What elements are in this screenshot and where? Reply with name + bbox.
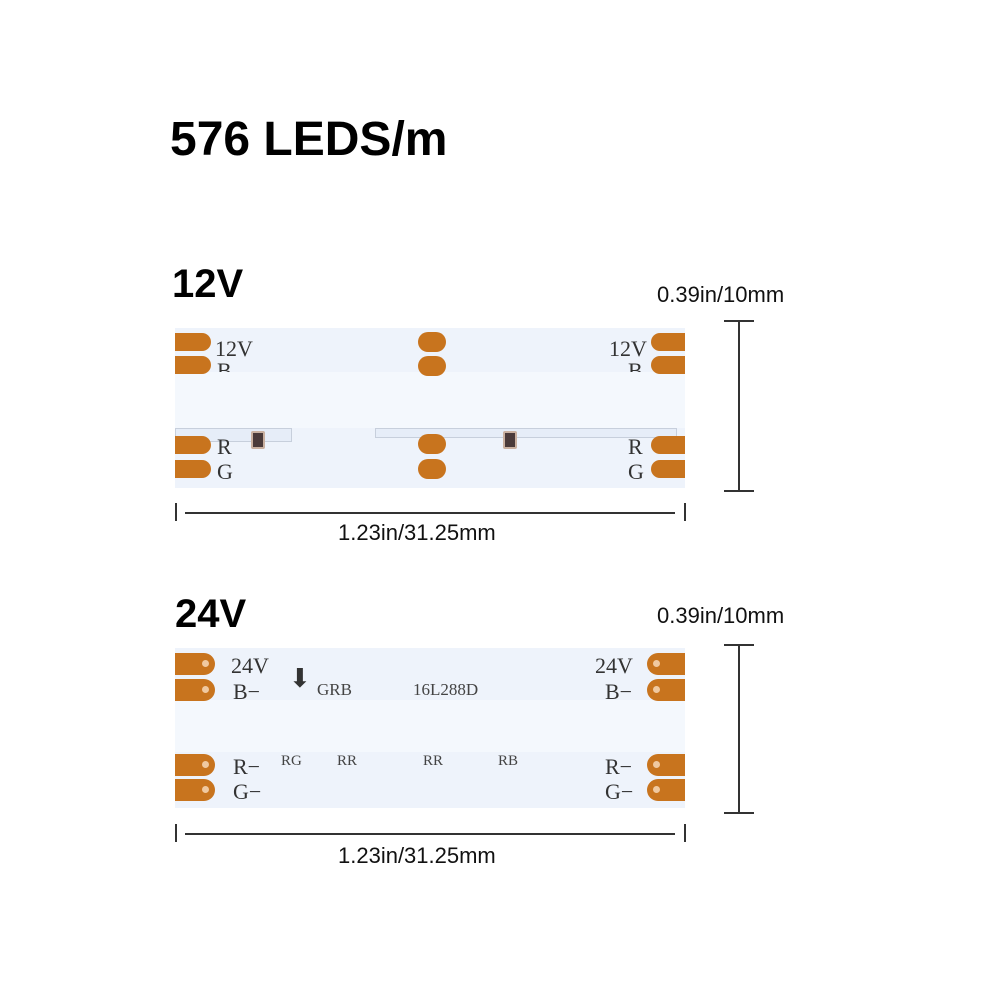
- cut-pad-center: [418, 332, 446, 352]
- diode-symbol-icon: ⬇: [289, 664, 311, 693]
- pcb-mark-bottom: RB: [498, 753, 519, 769]
- led-strip-24v: 24V B− R− G− ⬇ GRB 16L288D RG RR RR RB 2…: [175, 648, 685, 808]
- smd-component: [251, 431, 265, 449]
- length-dimension-right-tick-24v: [684, 824, 686, 842]
- solder-pad-left-g: [175, 779, 215, 801]
- pcb-label-right-b: B−: [605, 679, 633, 704]
- solder-pad-right-v: [651, 333, 685, 351]
- pcb-label-left-g: G: [217, 459, 233, 484]
- solder-pad-left-r: [175, 754, 215, 776]
- pcb-label-left-b: B: [217, 360, 232, 372]
- smd-component: [503, 431, 517, 449]
- pcb-label-left-g: G−: [233, 779, 262, 804]
- solder-pad-left-g: [175, 460, 211, 478]
- length-dimension-label-24v: 1.23in/31.25mm: [338, 843, 496, 868]
- height-dimension-label-12v: 0.39in/10mm: [657, 282, 785, 307]
- pcb-mark-bottom: RR: [423, 753, 444, 769]
- solder-pad-right-b: [651, 356, 685, 374]
- length-dimension-label-12v: 1.23in/31.25mm: [338, 520, 496, 545]
- length-dimension-line-24v: [185, 833, 675, 835]
- page-title: 576 LEDS/m: [170, 113, 448, 166]
- pcb-label-left-voltage: 12V: [215, 336, 253, 361]
- pcb-mark-bottom: RR: [337, 753, 358, 769]
- solder-pad-right-g: [651, 460, 685, 478]
- cut-pad-center: [418, 434, 446, 454]
- pcb-label-right-g: G: [628, 459, 644, 484]
- solder-pad-right-v: [647, 653, 685, 675]
- height-dimension-bottom-tick-24v: [724, 812, 754, 814]
- section-label-12v: 12V: [172, 262, 244, 306]
- solder-pad-right-g: [647, 779, 685, 801]
- strip-edge-notch: [375, 428, 677, 438]
- pcb-mark-bottom: RG: [281, 753, 302, 769]
- cut-pad-center: [418, 356, 446, 376]
- pcb-label-right-r: R−: [605, 754, 633, 779]
- section-label-24v: 24V: [175, 592, 247, 636]
- led-strip-12v: 12V B R G 12V B R G: [175, 328, 685, 488]
- strip-center-band: [175, 372, 685, 428]
- solder-pad-right-r: [651, 436, 685, 454]
- ic-label: 16L288D: [413, 680, 479, 699]
- pcb-label-left-r: R−: [233, 754, 261, 779]
- pcb-label-right-r: R: [628, 434, 643, 459]
- solder-pad-left-v: [175, 333, 211, 351]
- pcb-label-right-b: B: [628, 360, 643, 372]
- cut-pad-center: [418, 459, 446, 479]
- length-dimension-left-tick-24v: [175, 824, 177, 842]
- solder-pad-left-v: [175, 653, 215, 675]
- height-dimension-line-12v: [738, 320, 740, 492]
- pcb-label-left-voltage: 24V: [231, 653, 269, 678]
- pcb-label-left-r: R: [217, 434, 232, 459]
- pcb-label-right-voltage: 12V: [609, 336, 647, 361]
- pcb-label-right-voltage: 24V: [595, 653, 633, 678]
- height-dimension-line-24v: [738, 644, 740, 814]
- length-dimension-line-12v: [185, 512, 675, 514]
- solder-pad-right-b: [647, 679, 685, 701]
- pcb-label-left-b: B−: [233, 679, 261, 704]
- solder-pad-left-r: [175, 436, 211, 454]
- length-dimension-right-tick-12v: [684, 503, 686, 521]
- solder-pad-left-b: [175, 679, 215, 701]
- solder-pad-right-r: [647, 754, 685, 776]
- strip-center-band: [175, 700, 685, 752]
- length-dimension-left-tick-12v: [175, 503, 177, 521]
- diode-label: GRB: [317, 680, 352, 699]
- height-dimension-bottom-tick-12v: [724, 490, 754, 492]
- solder-pad-left-b: [175, 356, 211, 374]
- height-dimension-label-24v: 0.39in/10mm: [657, 603, 785, 628]
- pcb-label-right-g: G−: [605, 779, 634, 804]
